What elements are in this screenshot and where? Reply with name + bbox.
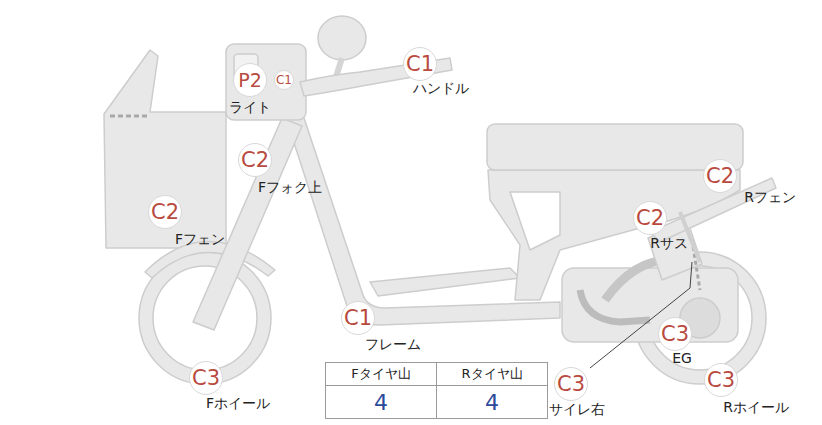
callout-circle: C2 (703, 159, 737, 193)
callout-code: P2 (238, 71, 262, 90)
table-header-text: Rタイヤ山 (461, 366, 522, 381)
part-name: EG (672, 351, 692, 366)
basket-mark (110, 115, 148, 118)
muffler-pipe (580, 290, 650, 322)
callout-circle: C2 (148, 195, 182, 229)
table-header: Rタイヤ山 (437, 363, 548, 386)
table-value-text: 4 (485, 390, 499, 415)
callout-code: C2 (706, 166, 734, 187)
callout-circle: C2 (633, 201, 667, 235)
callout-code: C1 (406, 54, 434, 75)
callout-circle: C1 (341, 301, 375, 335)
part-name: ライト (229, 100, 271, 115)
callout-code: C3 (661, 324, 689, 345)
callout-circle: C3 (189, 361, 223, 395)
callout-code: C2 (636, 208, 664, 229)
table-value: 4 (326, 386, 437, 419)
callout-node: C3Fホイール (189, 361, 223, 395)
callout-node: C1 (274, 70, 294, 90)
part-name: Rフェン (744, 190, 796, 205)
part-name: Rホイール (723, 400, 789, 415)
engine (562, 268, 738, 342)
callout-circle: C3 (554, 367, 588, 401)
callout-node: C3EG (658, 317, 692, 351)
callout-circle: P2 (233, 63, 267, 97)
callout-circle: C1 (403, 47, 437, 81)
body-cutout (510, 192, 560, 250)
table-header-text: Fタイヤ山 (351, 366, 410, 381)
callout-code: C3 (557, 374, 585, 395)
callout-code: C1 (276, 74, 292, 86)
callout-code: C1 (344, 308, 372, 329)
callout-node: C1ハンドル (403, 47, 437, 81)
callout-circle: C3 (658, 317, 692, 351)
callout-circle: C1 (274, 70, 294, 90)
part-name: Fフェン (175, 232, 225, 247)
callout-code: C3 (192, 368, 220, 389)
part-name: ハンドル (413, 81, 469, 96)
part-name: Fホイール (206, 396, 270, 411)
callout-node: C1フレーム (341, 301, 375, 335)
callout-circle: C3 (704, 363, 738, 397)
callout-node: C2Rフェン (703, 159, 737, 193)
part-name: Fフォク上 (258, 180, 322, 195)
seat (487, 124, 743, 170)
headlight-housing (226, 44, 306, 120)
callout-node: C2Rサス (633, 201, 667, 235)
mirror (318, 16, 366, 60)
callout-node: C2Fフェン (148, 195, 182, 229)
part-name: Rサス (650, 236, 688, 251)
front-basket (104, 50, 226, 248)
floor-step (370, 268, 520, 296)
table-value: 4 (437, 386, 548, 419)
callout-circle: C2 (238, 143, 272, 177)
callout-code: C2 (241, 150, 269, 171)
table-header: Fタイヤ山 (326, 363, 437, 386)
callout-code: C3 (707, 370, 735, 391)
callout-code: C2 (151, 202, 179, 223)
tire-table: Fタイヤ山 Rタイヤ山 4 4 (325, 362, 548, 419)
part-name: フレーム (365, 337, 421, 352)
front-fork (193, 118, 302, 330)
leader-line (590, 262, 692, 368)
callout-node: C3Rホイール (704, 363, 738, 397)
callout-node: P2ライト (233, 63, 267, 97)
callout-node: C3サイレ右 (554, 367, 588, 401)
table-value-text: 4 (374, 390, 388, 415)
callout-node: C2Fフォク上 (238, 143, 272, 177)
part-name: サイレ右 (549, 402, 605, 417)
